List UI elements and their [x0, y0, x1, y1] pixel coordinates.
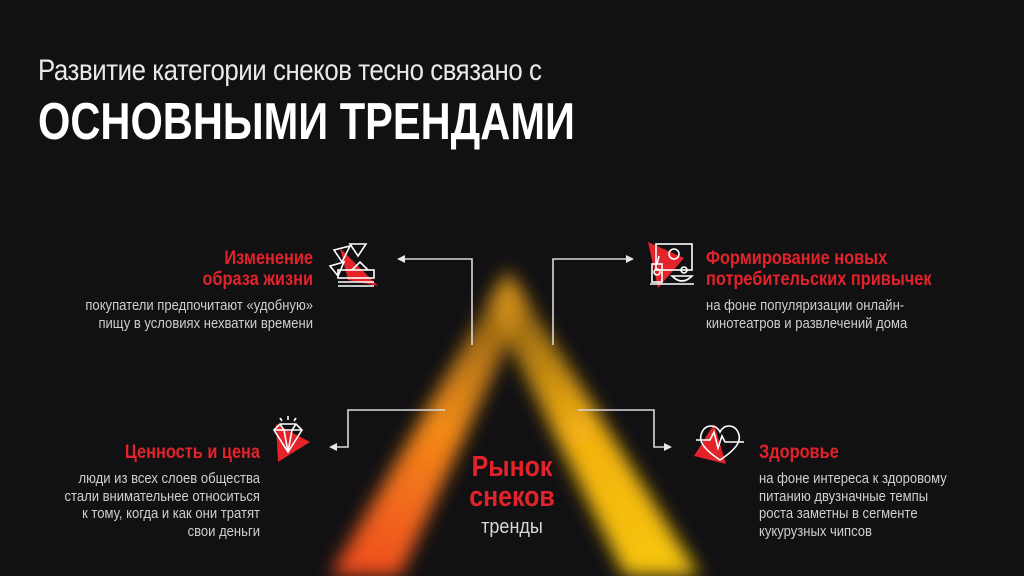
trend-value-price: Ценность и цена люди из всех слоев общес…	[0, 442, 260, 541]
trend-lifestyle: Изменение образа жизни покупатели предпо…	[0, 248, 313, 333]
connector-lines	[334, 258, 666, 448]
center-subtitle: тренды	[481, 516, 543, 538]
trend-new-habits: Формирование новых потребительских привы…	[706, 248, 968, 333]
trend-title: Здоровье	[759, 442, 839, 463]
center-title: Рынок	[471, 451, 553, 483]
center-label: Рынок снеков тренды	[412, 452, 612, 540]
trend-text: стали внимательнее относиться	[64, 488, 260, 505]
trend-title: образа жизни	[202, 269, 313, 290]
home-cinema-icon	[648, 242, 694, 288]
trend-text: покупатели предпочитают «удобную»	[85, 298, 313, 314]
heart-pulse-icon	[694, 424, 744, 464]
snacks-plate-icon	[328, 243, 378, 287]
diamond-icon	[272, 416, 310, 462]
trend-text: на фоне популяризации онлайн-	[706, 298, 905, 314]
trend-title: потребительских привычек	[706, 269, 932, 290]
page-subtitle: Развитие категории снеков тесно связано …	[38, 54, 542, 87]
trend-text: свои деньги	[187, 523, 260, 540]
trend-text: к тому, когда и как они тратят	[82, 506, 260, 522]
arrowheads	[329, 255, 672, 451]
trend-text: пищу в условиях нехватки времени	[98, 315, 313, 332]
trend-title: Ценность и цена	[124, 442, 260, 463]
trend-text: кинотеатров и развлечений дома	[706, 315, 908, 332]
trend-health: Здоровье на фоне интереса к здоровому пи…	[759, 442, 968, 541]
trend-title: Формирование новых	[706, 248, 888, 269]
page-title: ОСНОВНЫМИ ТРЕНДАМИ	[38, 93, 575, 151]
trend-text: питанию двузначные темпы	[759, 488, 929, 505]
trend-text: на фоне интереса к здоровому	[759, 471, 947, 487]
trend-text: кукурузных чипсов	[759, 523, 872, 540]
trend-text: люди из всех слоев общества	[78, 471, 260, 487]
trend-text: роста заметны в сегменте	[759, 506, 918, 522]
trend-title: Изменение	[224, 248, 313, 269]
center-title: снеков	[469, 481, 555, 513]
